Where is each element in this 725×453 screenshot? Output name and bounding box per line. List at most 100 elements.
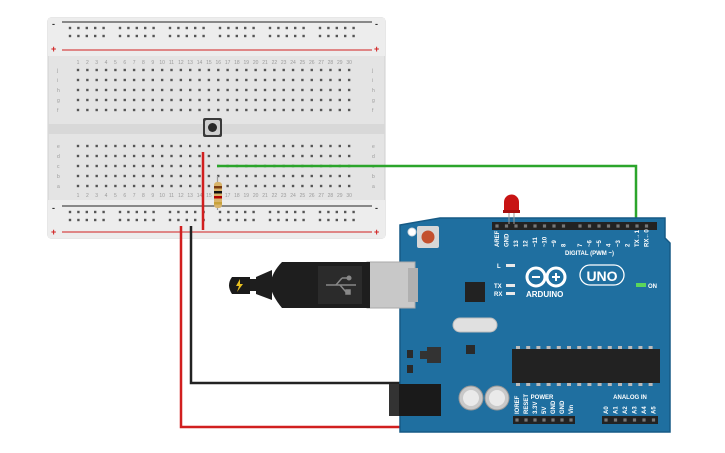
column-number: 8	[142, 193, 145, 199]
column-number: 22	[272, 60, 278, 66]
column-number: 9	[151, 60, 154, 66]
pin-label: GND	[560, 400, 566, 414]
column-number: 30	[346, 193, 352, 199]
pin-label: A5	[652, 406, 658, 414]
power-label: POWER	[531, 395, 554, 401]
column-number: 29	[337, 193, 343, 199]
column-number: 17	[225, 60, 231, 66]
header-pin[interactable]	[632, 418, 637, 422]
header-pin[interactable]	[495, 224, 499, 228]
header-pin[interactable]	[651, 418, 656, 422]
row-letter: d	[372, 154, 375, 160]
column-number: 27	[318, 193, 324, 199]
header-pin[interactable]	[514, 224, 518, 228]
header-pin[interactable]	[542, 224, 547, 228]
header-pin[interactable]	[642, 418, 646, 422]
rail-plus-bottom-right: +	[374, 227, 379, 237]
header-pin[interactable]	[606, 224, 611, 228]
resistor	[214, 176, 222, 210]
l-led-label: L	[497, 264, 501, 270]
pin-label: AREF	[495, 230, 501, 247]
capacitors	[458, 385, 510, 411]
column-number: 22	[272, 193, 278, 199]
column-number: 16	[215, 60, 221, 66]
row-letter: e	[57, 144, 60, 150]
row-letter: h	[57, 88, 60, 94]
header-pin[interactable]	[604, 418, 608, 422]
column-number: 27	[318, 60, 324, 66]
column-number: 20	[253, 193, 259, 199]
header-pin[interactable]	[523, 224, 528, 228]
digital-header-pins[interactable]	[495, 224, 649, 228]
reset-button[interactable]	[417, 226, 439, 248]
pin-label: 3.3V	[533, 402, 539, 414]
row-letter: j	[56, 68, 58, 74]
column-number: 28	[328, 60, 334, 66]
push-button[interactable]	[203, 118, 222, 137]
header-pin[interactable]	[644, 224, 649, 228]
pin-label: A1	[614, 406, 620, 414]
header-pin[interactable]	[504, 224, 509, 228]
header-pin[interactable]	[560, 418, 564, 422]
wire-green-pin2[interactable]	[217, 164, 638, 224]
header-pin[interactable]	[613, 418, 618, 422]
header-pin[interactable]	[561, 224, 566, 228]
header-pin[interactable]	[524, 418, 528, 422]
row-letter: h	[372, 88, 375, 94]
pin-label: 4	[607, 243, 613, 247]
header-pin[interactable]	[597, 224, 601, 228]
header-pin[interactable]	[635, 224, 639, 228]
pin-label: 7	[578, 243, 584, 247]
pin-label: 12	[524, 240, 530, 247]
red-led	[503, 194, 520, 224]
column-number: 12	[178, 60, 184, 66]
column-number: 15	[206, 60, 212, 66]
analog-header-pins[interactable]	[604, 418, 656, 422]
column-number: 18	[234, 60, 240, 66]
column-number: 2	[86, 60, 89, 66]
column-number: 17	[225, 193, 231, 199]
header-pin[interactable]	[552, 224, 556, 228]
row-letter: g	[57, 98, 60, 104]
rail-minus-bottom-right: -	[375, 203, 378, 213]
usb-cable[interactable]	[229, 261, 418, 309]
header-pin[interactable]	[587, 224, 592, 228]
header-pin[interactable]	[515, 418, 519, 422]
header-pin[interactable]	[542, 418, 546, 422]
column-number: 3	[95, 193, 98, 199]
breadboard-holes	[68, 26, 355, 222]
column-number: 14	[197, 193, 203, 199]
pin-label: ~11	[533, 236, 539, 247]
pin-label: Vin	[569, 404, 575, 414]
column-number: 21	[262, 60, 268, 66]
column-number: 13	[187, 60, 193, 66]
power-header-pins[interactable]	[515, 418, 573, 422]
header-pin[interactable]	[578, 224, 582, 228]
header-pin[interactable]	[616, 224, 620, 228]
header-pin[interactable]	[533, 224, 537, 228]
pin-label: 2	[626, 243, 632, 247]
column-number: 5	[114, 193, 117, 199]
header-pin[interactable]	[623, 418, 627, 422]
header-pin[interactable]	[533, 418, 537, 422]
column-number: 1	[77, 60, 80, 66]
atmega-chip	[512, 349, 660, 383]
column-number: 15	[206, 193, 212, 199]
header-pin[interactable]	[569, 418, 573, 422]
column-number: 6	[123, 193, 126, 199]
rail-minus-bottom-left: -	[52, 203, 55, 213]
row-letter: g	[372, 98, 375, 104]
header-pin[interactable]	[625, 224, 630, 228]
row-letter: a	[372, 184, 375, 190]
pin-label: ~3	[616, 239, 622, 247]
column-number: 10	[159, 60, 165, 66]
column-number: 4	[105, 193, 108, 199]
on-label: ON	[648, 284, 657, 290]
usb-icon	[326, 275, 356, 295]
header-pin[interactable]	[551, 418, 555, 422]
column-number: 11	[169, 60, 174, 66]
